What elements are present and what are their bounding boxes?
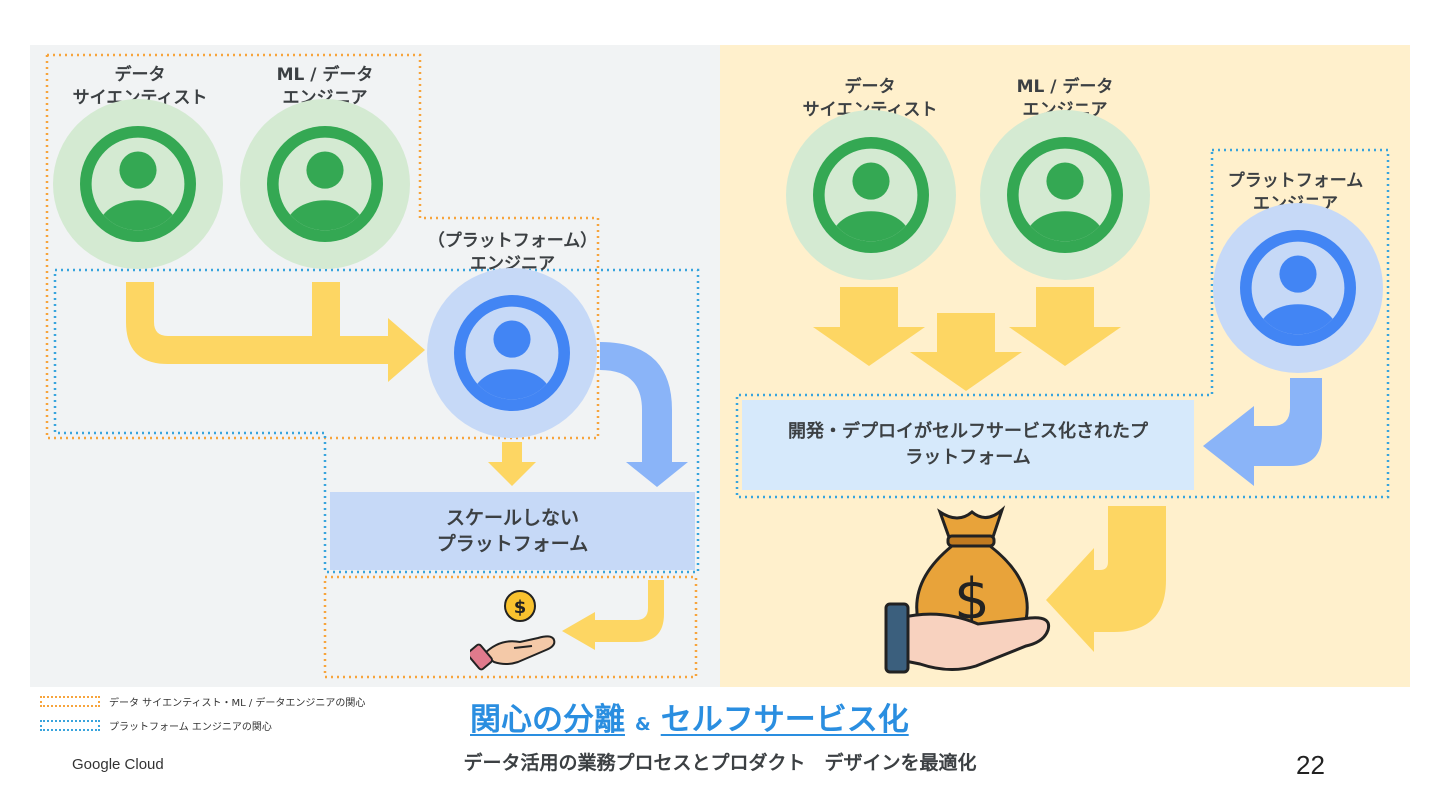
left-data-scientist-avatar (53, 99, 223, 269)
left-ml-engineer-avatar (240, 99, 410, 269)
yellow-merge-arrow (126, 282, 425, 382)
legend-orange: データ サイエンティスト・ML / データエンジニアの関心 (40, 694, 365, 709)
legend-orange-label: データ サイエンティスト・ML / データエンジニアの関心 (109, 698, 366, 709)
left-platform-box-label: スケールしない プラットフォーム (436, 507, 589, 555)
yellow-return-arrow (562, 580, 664, 650)
hand-coin-icon: $ (470, 590, 556, 671)
slide-title: 関心の分離 & セルフサービス化 (470, 694, 990, 739)
legend-blue: プラットフォーム エンジニアの関心 (40, 718, 272, 733)
person-icon (813, 137, 929, 253)
right-platform-box-label: 開発・デプロイがセルフサービス化されたプ ラットフォーム (788, 421, 1148, 468)
right-blue-boundary (735, 148, 1390, 499)
right-yellow-arrow-2 (910, 313, 1022, 391)
person-icon (267, 126, 383, 242)
right-yellow-arrow-3 (1009, 287, 1121, 366)
left-role-platform-engineer-label: （プラットフォーム） エンジニア (427, 231, 598, 274)
right-yellow-arrow-1 (813, 287, 925, 366)
footer-brand: Google Cloud (72, 756, 164, 773)
legend-blue-label: プラットフォーム エンジニアの関心 (109, 722, 272, 733)
legend-blue-swatch (40, 720, 100, 731)
page-number: 22 (1296, 750, 1325, 780)
yellow-down-arrow (488, 442, 536, 486)
slide-subtitle: データ活用の業務プロセスとプロダクト デザインを最適化 (463, 752, 977, 774)
right-platform-box: 開発・デプロイがセルフサービス化されたプ ラットフォーム (742, 400, 1194, 490)
orange-bottom-boundary (323, 575, 698, 679)
right-platform-engineer-avatar (1213, 203, 1383, 373)
blue-concern-boundary (53, 268, 700, 574)
right-data-scientist-avatar (786, 110, 956, 280)
title-ampersand: & (635, 714, 651, 735)
right-yellow-curve-arrow (1046, 506, 1166, 652)
right-ml-engineer-avatar (980, 110, 1150, 280)
right-blue-hook-arrow (1203, 378, 1322, 486)
title-self-service-link[interactable]: セルフサービス化 (660, 702, 909, 738)
svg-text:$: $ (514, 597, 527, 618)
person-icon (1240, 230, 1356, 346)
person-icon (454, 295, 570, 411)
orange-concern-boundary (45, 53, 600, 440)
person-icon (80, 126, 196, 242)
blue-curve-arrow (600, 342, 688, 487)
title-separation-link[interactable]: 関心の分離 (470, 702, 625, 738)
left-role-data-scientist-label: データ サイエンティスト (72, 65, 208, 108)
legend-orange-swatch (40, 696, 100, 707)
left-platform-engineer-avatar (427, 268, 597, 438)
left-platform-box: スケールしない プラットフォーム (330, 492, 695, 570)
money-bag-hand-icon: $ (884, 505, 1051, 674)
person-icon (1007, 137, 1123, 253)
